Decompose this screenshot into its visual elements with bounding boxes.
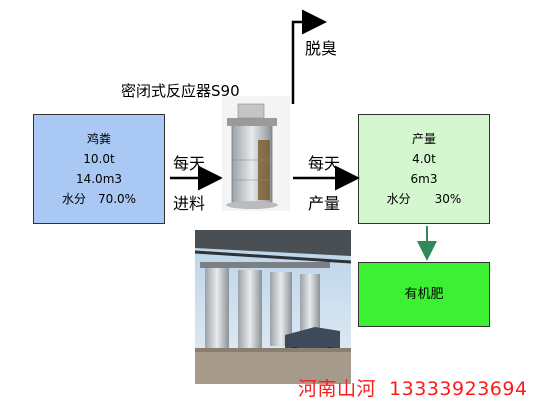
output-name: 产量: [411, 132, 436, 146]
output-arrow-label-top: 每天: [308, 154, 341, 173]
deodorize-arrow: [291, 9, 327, 104]
input-name: 鸡粪: [86, 132, 111, 146]
reactor-photo: [194, 230, 352, 384]
output-arrow-label-bottom: 产量: [308, 194, 341, 213]
input-arrow-label-top: 每天: [173, 154, 206, 173]
reactor-illustration: [222, 96, 290, 211]
fertilizer-label: 有机肥: [404, 287, 444, 302]
input-arrow-label-bottom: 进料: [173, 194, 206, 213]
input-volume: 14.0m3: [75, 172, 123, 186]
input-box: 鸡粪 10.0t 14.0m3 水分 70.0%: [33, 114, 165, 224]
watermark: 河南山河 13333923694: [298, 378, 528, 400]
input-moisture: 水分 70.0%: [61, 192, 137, 206]
input-weight: 10.0t: [83, 152, 115, 166]
output-box: 产量 4.0t 6m3 水分 30%: [358, 114, 490, 224]
reactor-title: 密闭式反应器S90: [121, 82, 240, 100]
output-volume: 6m3: [410, 172, 438, 186]
output-weight: 4.0t: [412, 152, 436, 166]
output-moisture: 水分 30%: [386, 192, 462, 206]
deodorize-label: 脱臭: [305, 39, 338, 58]
fertilizer-box: 有机肥: [358, 262, 490, 327]
